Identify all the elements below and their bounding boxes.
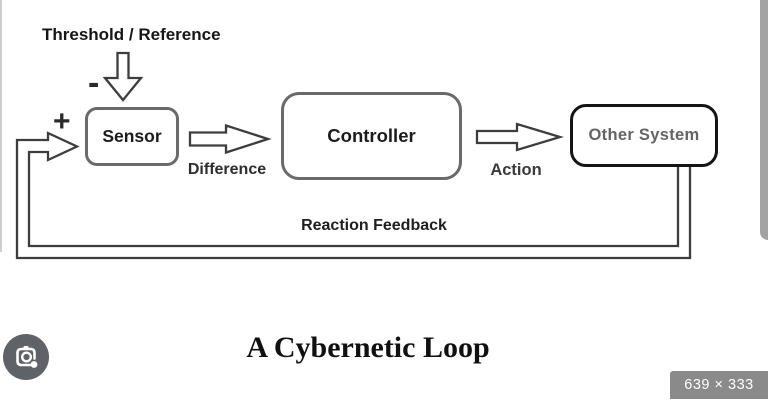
action-label: Action <box>490 161 542 179</box>
node-sensor: Sensor <box>85 107 179 166</box>
difference-arrow-icon <box>188 123 272 155</box>
node-controller: Controller <box>281 92 462 180</box>
action-arrow-icon <box>475 122 564 152</box>
diagram-title: A Cybernetic Loop <box>246 331 490 364</box>
adjacent-image-edge-right[interactable] <box>760 0 768 240</box>
adjacent-image-edge-left <box>0 0 2 252</box>
difference-label: Difference <box>187 161 267 178</box>
node-sensor-label: Sensor <box>102 126 162 146</box>
feedback-loop-line <box>15 131 692 260</box>
image-dimensions-text: 639 × 333 <box>684 377 754 393</box>
node-other-system: Other System <box>570 104 718 167</box>
threshold-arrow-icon <box>102 51 144 102</box>
google-lens-button[interactable] <box>3 334 49 380</box>
node-other-system-label: Other System <box>588 126 700 144</box>
node-controller-label: Controller <box>327 125 416 146</box>
plus-sign: + <box>53 105 71 138</box>
reaction-feedback-label: Reaction Feedback <box>301 217 447 234</box>
threshold-reference-label: Threshold / Reference <box>42 25 221 44</box>
google-lens-icon <box>3 334 49 380</box>
minus-sign: - <box>88 64 100 102</box>
image-dimensions-badge: 639 × 333 <box>670 371 768 399</box>
